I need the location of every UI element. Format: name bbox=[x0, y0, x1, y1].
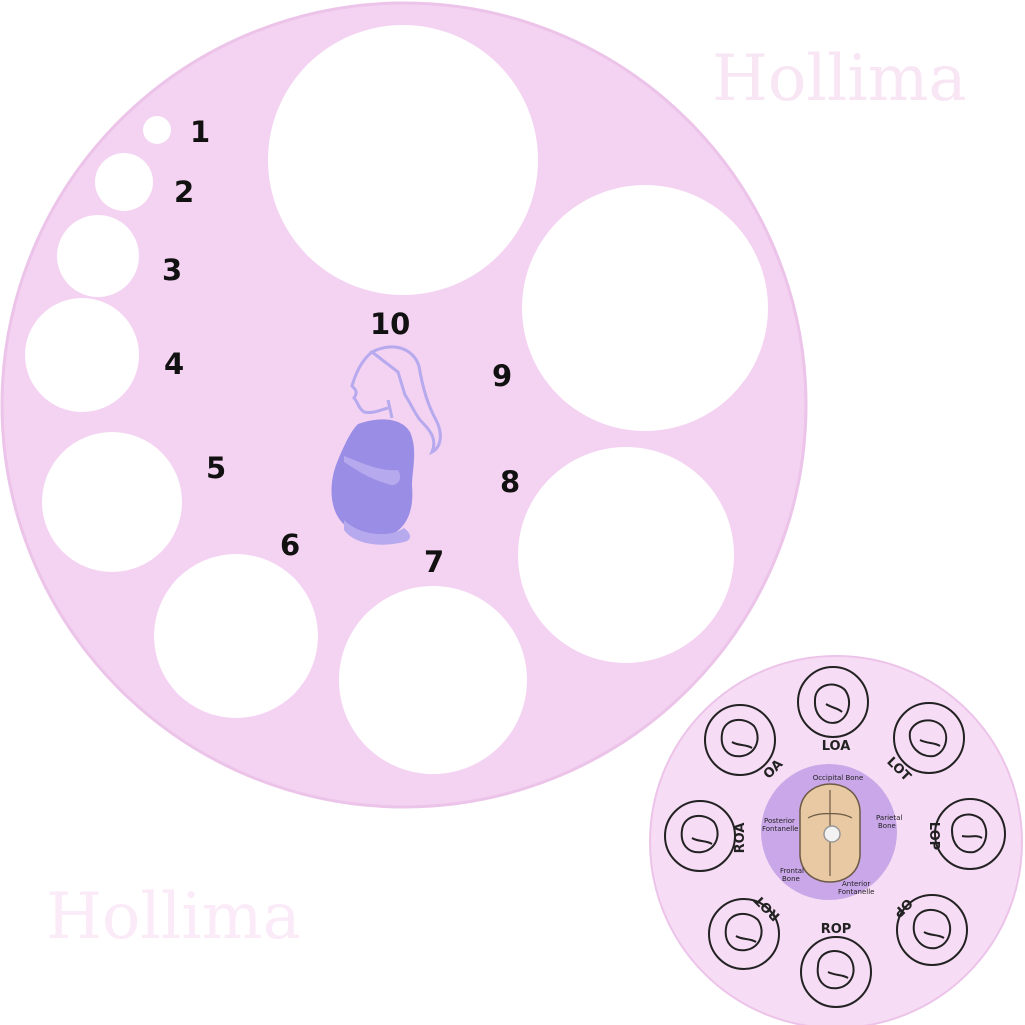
fetal-position-wheel: LOA LOT LOP OP ROP ROT ROA OA Occipital … bbox=[649, 655, 1023, 1025]
dilation-number-4: 4 bbox=[164, 347, 184, 381]
label-anterior-2: Fontanelle bbox=[838, 888, 874, 896]
fetus-icon-rop bbox=[800, 936, 872, 1008]
dilation-number-6: 6 bbox=[280, 528, 300, 562]
label-parietal-2: Bone bbox=[878, 822, 896, 830]
dilation-number-10: 10 bbox=[370, 307, 410, 341]
label-posterior-2: Fontanelle bbox=[762, 825, 798, 833]
dilation-number-2: 2 bbox=[174, 175, 194, 209]
label-frontal-1: Frontal bbox=[780, 867, 804, 875]
dilation-chart: 1 2 3 4 5 6 7 8 9 10 bbox=[0, 1, 808, 809]
fetus-icon-lop bbox=[934, 798, 1006, 870]
dilation-number-9: 9 bbox=[492, 359, 512, 393]
skull-diagram: Occipital Bone Parietal Bone Posterior F… bbox=[761, 764, 902, 900]
dilation-disc bbox=[0, 1, 808, 809]
label-occipital-bone: Occipital Bone bbox=[813, 774, 864, 782]
label-posterior-1: Posterior bbox=[764, 817, 795, 825]
fetus-icon-rot bbox=[708, 898, 780, 970]
watermark-bottom: Hollima bbox=[46, 880, 301, 954]
label-anterior-1: Anterior bbox=[842, 880, 870, 888]
dilation-number-3: 3 bbox=[162, 253, 182, 287]
fetus-icons bbox=[664, 666, 1006, 1008]
fetus-icon-lot bbox=[893, 702, 965, 774]
position-label-loa: LOA bbox=[822, 739, 851, 754]
label-parietal-1: Parietal bbox=[876, 814, 902, 822]
position-label-lop: LOP bbox=[926, 822, 941, 850]
dilation-number-7: 7 bbox=[424, 545, 444, 579]
pregnant-woman-icon bbox=[331, 345, 442, 545]
fetus-icon-loa bbox=[797, 666, 869, 738]
pivot-rivet bbox=[823, 825, 841, 843]
fetus-icon-roa bbox=[664, 800, 736, 872]
position-label-rop: ROP bbox=[821, 922, 852, 937]
dilation-numbers: 1 2 3 4 5 6 7 8 9 10 bbox=[162, 115, 520, 579]
position-label-roa: ROA bbox=[733, 823, 748, 854]
fetus-icon-op bbox=[896, 894, 968, 966]
label-frontal-2: Bone bbox=[782, 875, 800, 883]
dilation-number-8: 8 bbox=[500, 465, 520, 499]
fetus-icon-oa bbox=[704, 704, 776, 776]
dilation-number-5: 5 bbox=[206, 451, 226, 485]
dilation-number-1: 1 bbox=[190, 115, 210, 149]
watermark-top: Hollima bbox=[712, 42, 967, 116]
